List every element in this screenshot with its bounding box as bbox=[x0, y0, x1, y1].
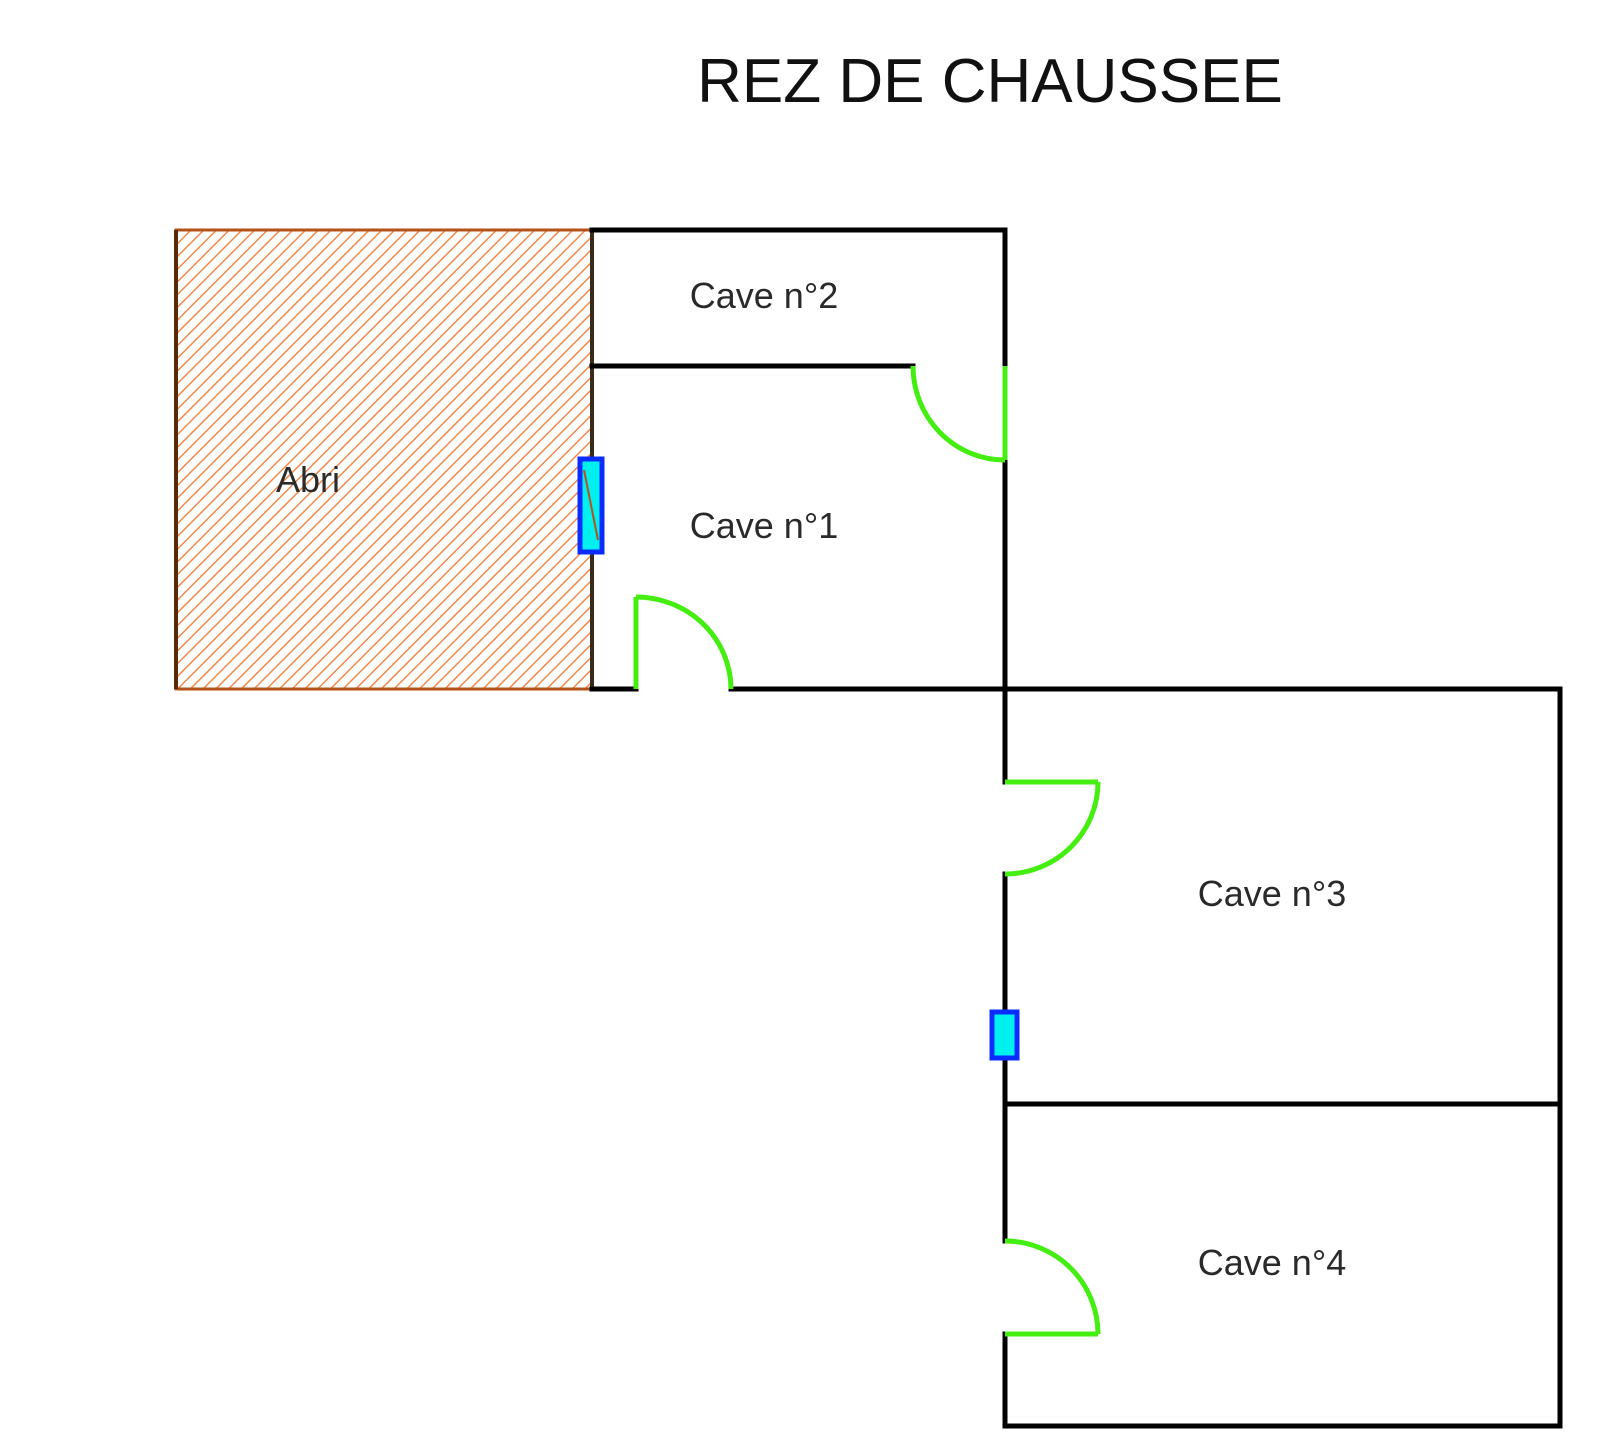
room-label-cave2: Cave n°2 bbox=[690, 275, 838, 316]
room-label-cave4: Cave n°4 bbox=[1198, 1242, 1346, 1283]
door-cave3 bbox=[1004, 779, 1101, 877]
room-label-cave1: Cave n°1 bbox=[690, 505, 838, 546]
window-abri-hatch bbox=[583, 469, 599, 541]
door-cave1 bbox=[633, 594, 734, 690]
plan-title: REZ DE CHAUSSEE bbox=[697, 47, 1283, 116]
window-cave3 bbox=[989, 1009, 1020, 1061]
door-cave4 bbox=[1004, 1238, 1101, 1337]
door-cave2 bbox=[910, 365, 1008, 463]
abri-area bbox=[174, 228, 594, 691]
walls bbox=[589, 227, 1563, 1429]
room-label-abri: Abri bbox=[276, 459, 340, 500]
room-label-cave3: Cave n°3 bbox=[1198, 873, 1346, 914]
